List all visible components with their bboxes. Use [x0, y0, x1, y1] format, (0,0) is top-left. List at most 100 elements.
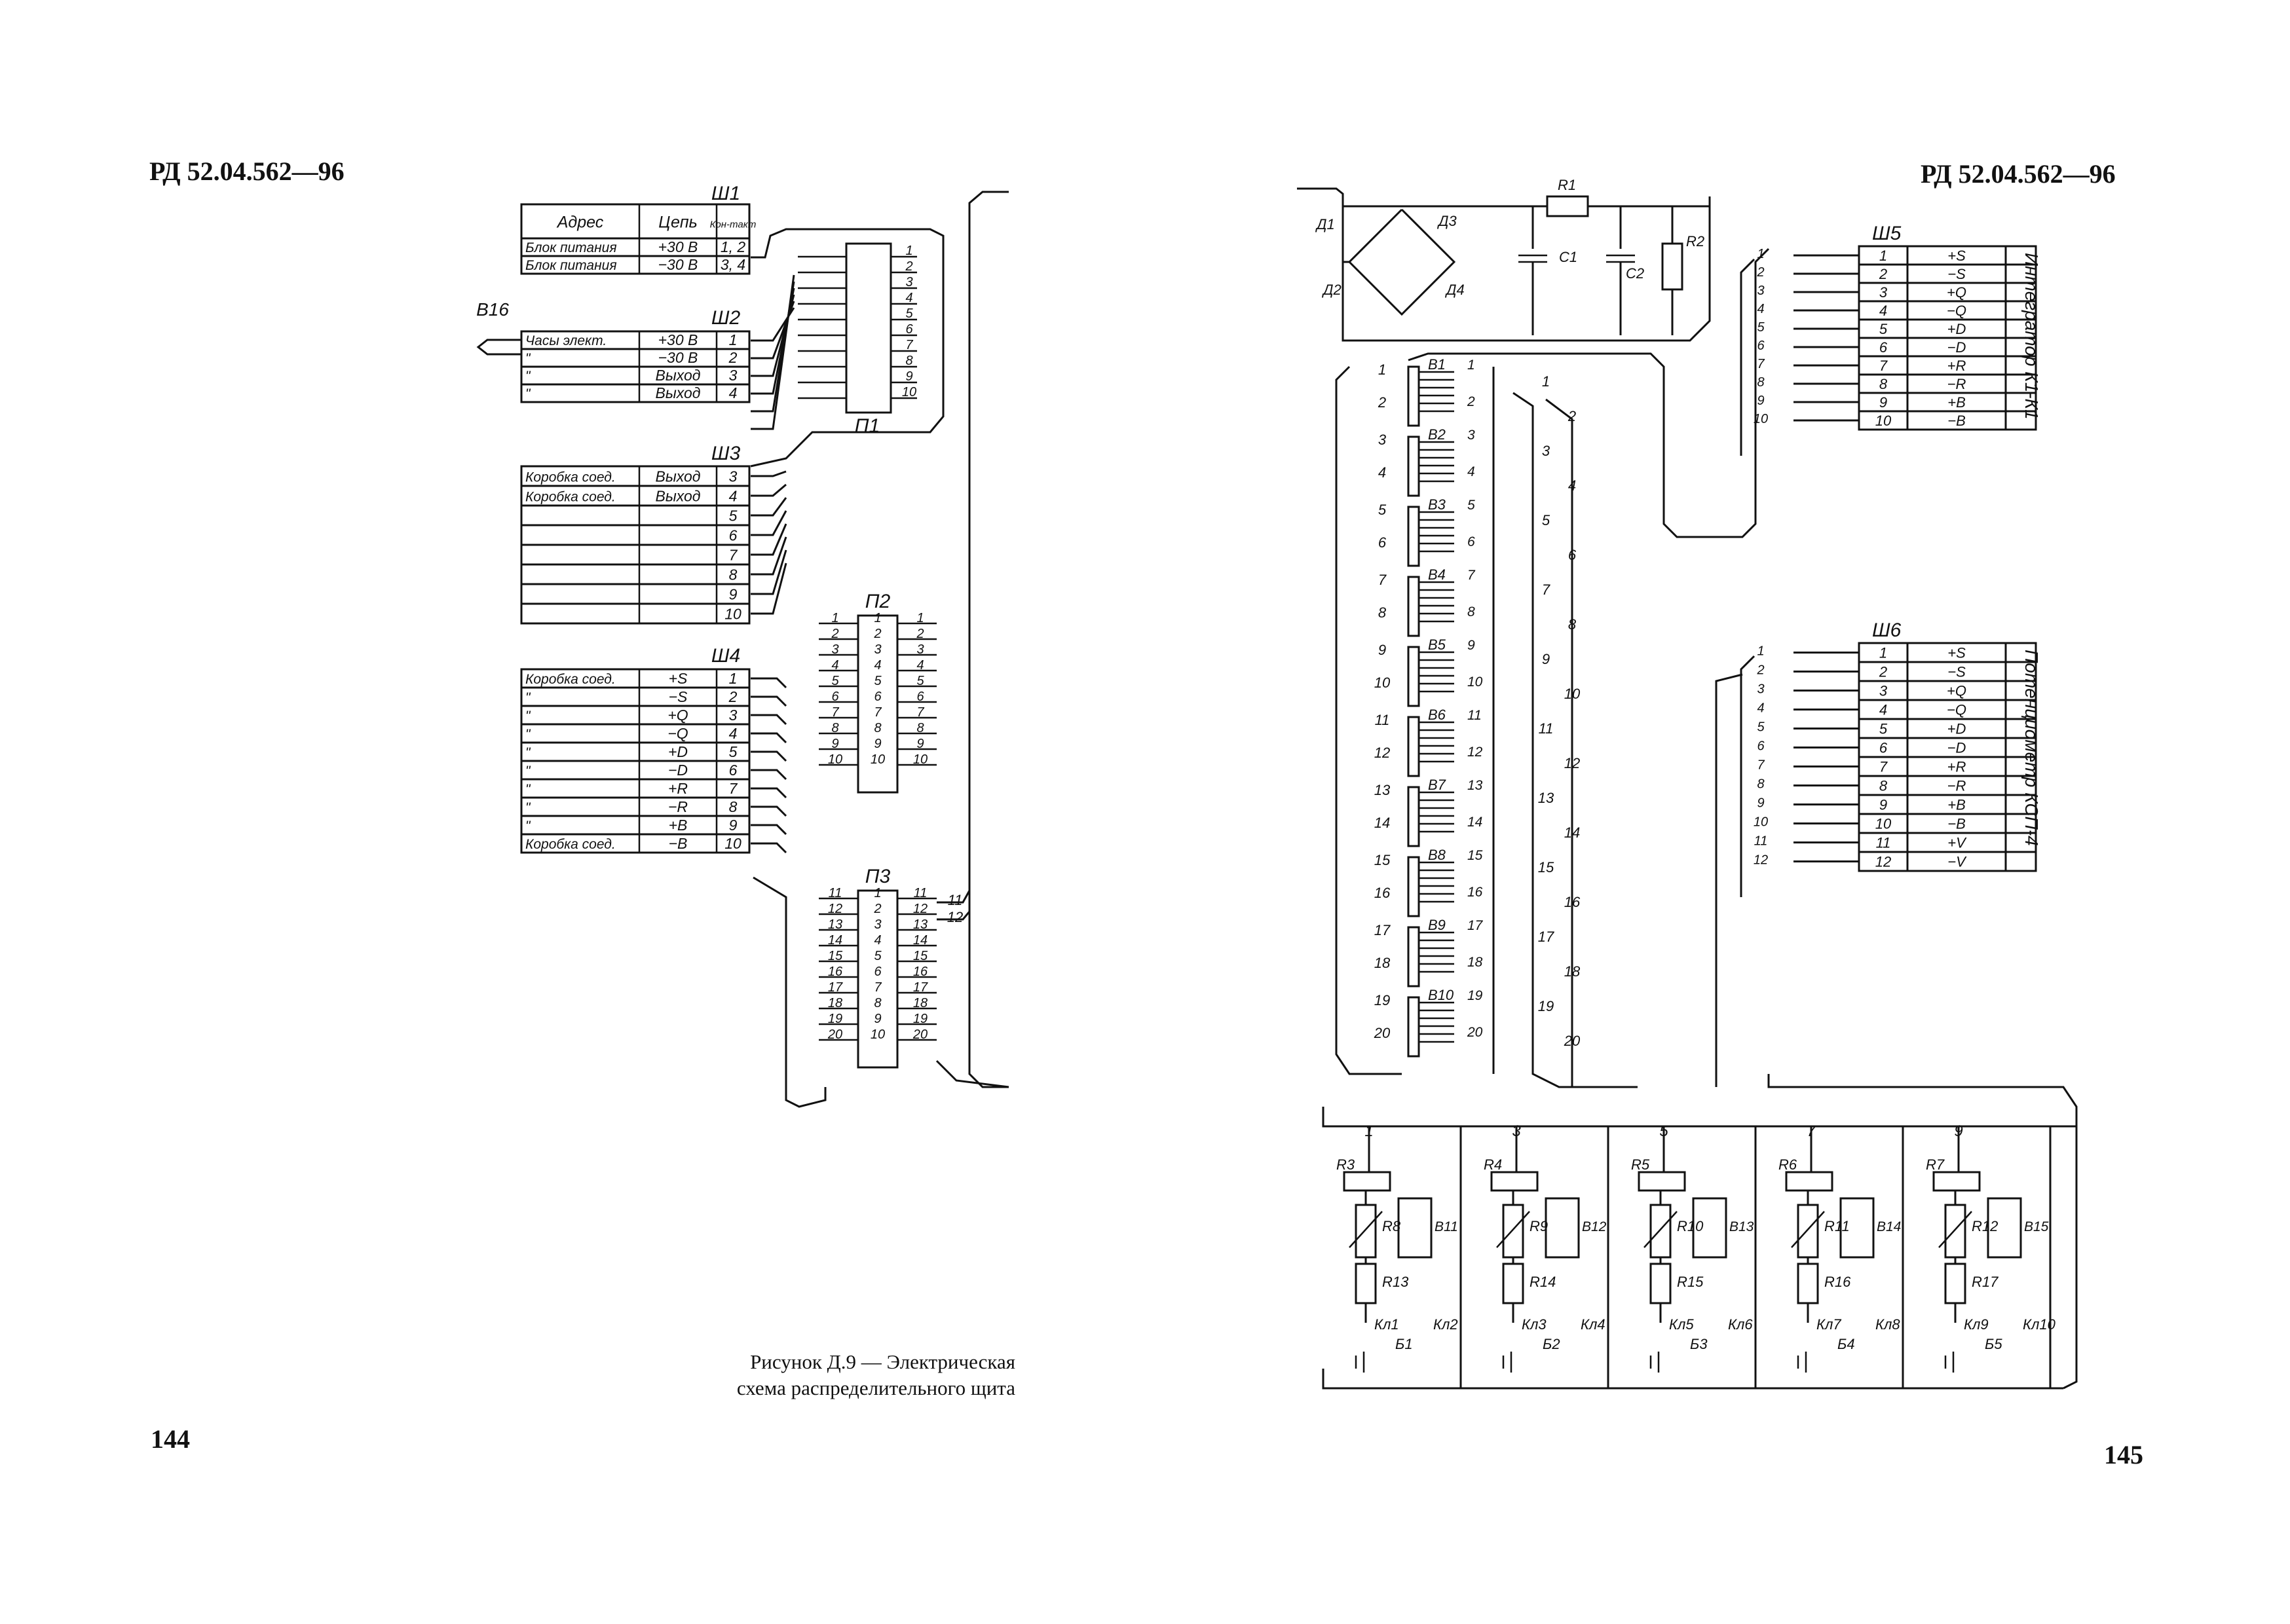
sh3-cell: 5 — [729, 507, 738, 524]
module-switch — [1692, 1197, 1727, 1259]
sh4-cell: " — [525, 745, 531, 760]
sh6-signal: −D — [1947, 740, 1966, 756]
bus-number: 8 — [1568, 616, 1577, 633]
switch-pin: 12 — [1374, 745, 1390, 761]
bus-number: 9 — [1542, 651, 1550, 667]
module-switch — [1397, 1197, 1433, 1259]
sh5-wire-number: 7 — [1757, 357, 1765, 371]
stub-wire — [751, 677, 787, 689]
connector-p3-pin-number: 11 — [914, 886, 928, 900]
sh5-wire-number: 3 — [1757, 284, 1764, 298]
sh6-label: Ш6 — [1872, 619, 1902, 641]
module-wire — [1562, 1125, 1609, 1388]
connector-p3-pin-number: 4 — [874, 933, 881, 948]
switch-body — [1407, 786, 1420, 847]
bus-wire — [935, 1060, 1009, 1088]
sh5-wire-number: 5 — [1757, 320, 1765, 335]
bus-number: 6 — [1568, 547, 1577, 563]
module-arrow — [1791, 1211, 1825, 1248]
connector-p3-pin-number: 7 — [874, 980, 882, 995]
bus-number: 11 — [1539, 720, 1554, 737]
module-label: R11 — [1824, 1218, 1850, 1234]
sh5-signal: −B — [1947, 413, 1966, 429]
connector-p3-pin-number: 16 — [828, 965, 843, 979]
sh4-cell: 2 — [728, 688, 738, 705]
switch-pin: 11 — [1375, 712, 1390, 728]
connector-p2-pin-number: 1 — [916, 611, 924, 625]
connector-p2-pin-number: 10 — [871, 752, 885, 767]
sh2-cell: Выход — [655, 367, 700, 384]
sh1-cell: +30 В — [658, 238, 698, 255]
module-wire — [1415, 1125, 1462, 1388]
figure-caption: Рисунок Д.9 — Электрическая схема распре… — [629, 1349, 1015, 1401]
switch-label: В6 — [1428, 707, 1446, 723]
switch-body — [1407, 646, 1420, 707]
connector-p3-pin-number: 9 — [874, 1012, 881, 1026]
module-arrow — [1938, 1211, 1972, 1248]
switch-out: 11 — [1467, 708, 1482, 723]
stub-wire — [751, 483, 787, 497]
module-top-wire — [1322, 1107, 2076, 1128]
sh1-cell: 1, 2 — [721, 238, 746, 255]
switch-out: 8 — [1467, 604, 1475, 619]
sh6-pin: 2 — [1879, 664, 1887, 680]
sh5-pin: 3 — [1879, 284, 1888, 301]
module-key-label: Кл6 — [1728, 1316, 1753, 1333]
switch-label: В7 — [1428, 777, 1446, 793]
sh5-pin: 4 — [1879, 303, 1887, 319]
sh5-pin: 7 — [1879, 358, 1888, 374]
connector-p3-pin-number: 13 — [913, 917, 928, 932]
sh3-cell: Коробка соед. — [525, 470, 616, 485]
connector-p2-pin-number: 6 — [916, 690, 924, 704]
connector-p3-pin-number: 19 — [828, 1012, 842, 1026]
sh5-pin: 9 — [1879, 394, 1887, 411]
sh6-signal: +V — [1947, 835, 1967, 851]
sh2-row — [520, 365, 751, 386]
sh2-cell: Выход — [655, 384, 700, 401]
switch-out: 2 — [1467, 394, 1475, 409]
switch-pin: 9 — [1378, 642, 1386, 658]
stub-wire — [751, 510, 787, 536]
header-left: РД 52.04.562—96 — [149, 157, 345, 186]
sh6-signal: −V — [1947, 854, 1967, 870]
sh4-cell: −D — [668, 762, 688, 779]
resistor-r1 — [1546, 195, 1589, 217]
sh5-signal: −Q — [1947, 303, 1966, 319]
switch-label: В1 — [1428, 356, 1446, 373]
switch-body — [1407, 506, 1420, 567]
sh4-cell: 4 — [729, 725, 738, 742]
sh6-signal: −R — [1947, 778, 1966, 794]
switch-out: 3 — [1467, 428, 1475, 443]
sh2-row — [520, 383, 751, 403]
module-battery-label: Б5 — [1985, 1336, 2002, 1352]
bus-number: 7 — [1542, 581, 1550, 598]
sh6-signal: −S — [1947, 664, 1966, 680]
switch-label: В4 — [1428, 566, 1446, 583]
sh3-row — [520, 504, 751, 526]
switch-body — [1407, 576, 1420, 637]
sh6-wire-number: 2 — [1756, 663, 1764, 678]
connector-p2-pin-number: 2 — [831, 627, 838, 641]
module-wire — [2004, 1125, 2052, 1388]
sh3-cell: 3 — [729, 468, 738, 485]
module-switch — [1545, 1197, 1580, 1259]
sh6-pin: 7 — [1879, 759, 1888, 775]
module-label: R5 — [1631, 1156, 1650, 1173]
p3-out-label: 11 — [948, 892, 963, 908]
module-resistor-var — [1649, 1204, 1672, 1259]
connector-p2-pin-number: 8 — [874, 721, 881, 735]
connector-p2-pin-number: 7 — [831, 705, 839, 720]
p1-pin-number: 4 — [905, 291, 912, 305]
module-key-label: Кл9 — [1964, 1316, 1989, 1333]
sh2-cell: +30 В — [658, 331, 698, 348]
module-switch-label: В12 — [1582, 1219, 1607, 1234]
b16-label: В16 — [476, 299, 509, 320]
diode-label: Д1 — [1315, 216, 1335, 232]
connector-p3-pin-number: 8 — [874, 996, 881, 1010]
switch-pin: 16 — [1374, 885, 1391, 901]
module-arrow — [1643, 1211, 1678, 1248]
module-resistor-var — [1502, 1204, 1524, 1259]
module-switch-label: В15 — [2024, 1219, 2049, 1234]
sh6-wire-number: 3 — [1757, 682, 1764, 697]
bus-number: 13 — [1538, 790, 1554, 806]
